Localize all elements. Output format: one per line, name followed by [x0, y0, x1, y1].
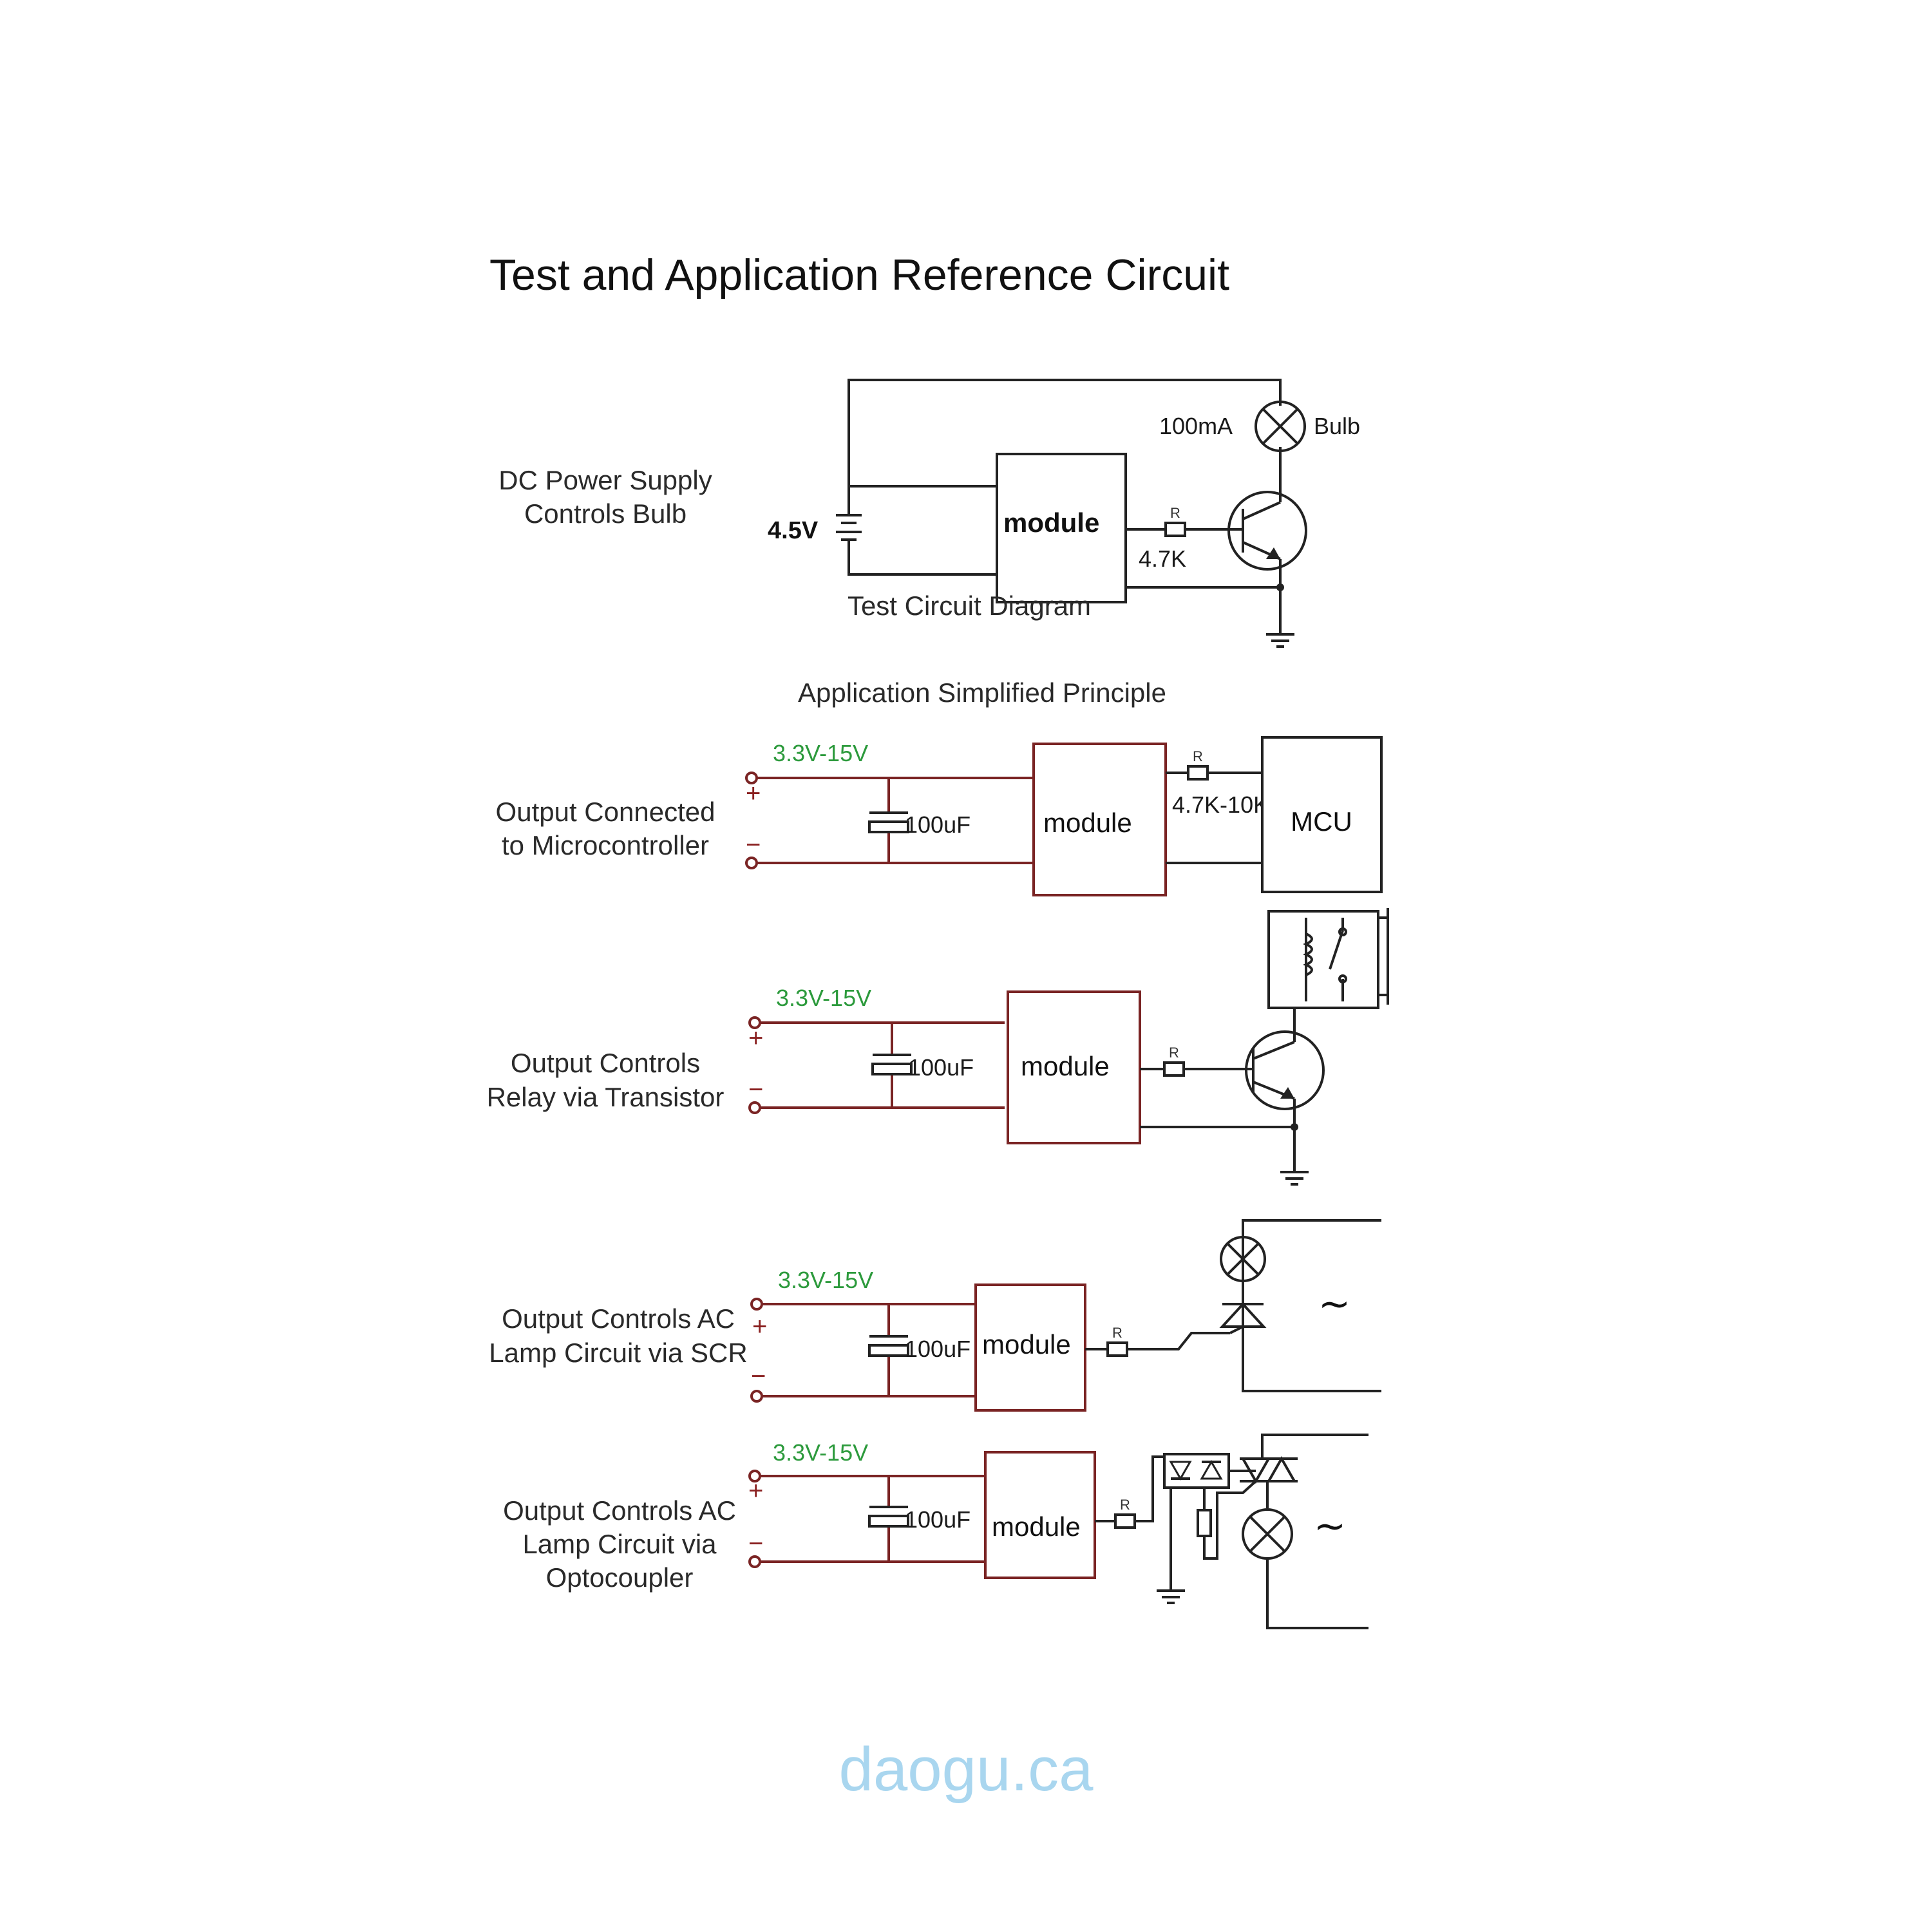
- capacitor-value: 100uF: [908, 1054, 974, 1081]
- plus-sign: +: [752, 1312, 767, 1341]
- minus-sign: −: [746, 831, 761, 859]
- bulb-current: 100mA: [1159, 413, 1233, 439]
- module-box: [974, 1283, 1086, 1412]
- ground-icon: [1266, 633, 1294, 648]
- principle-heading: Application Simplified Principle: [798, 677, 1166, 708]
- bulb-label: Bulb: [1314, 413, 1360, 439]
- ac-bottom-wire: [1242, 1327, 1381, 1392]
- app-optocoupler-circuit: Output Controls AC Lamp Circuit via Opto…: [503, 1434, 1368, 1629]
- test-circuit-label-line1: DC Power Supply: [498, 465, 712, 495]
- battery-icon: [836, 514, 862, 541]
- resistor-icon: [1114, 1513, 1136, 1529]
- ac-top-wire: [1261, 1434, 1368, 1459]
- resistor-icon: [1106, 1341, 1128, 1357]
- junction-dot: [1291, 1123, 1298, 1131]
- resistor-symbol: R: [1120, 1497, 1130, 1513]
- module-box: [1007, 990, 1141, 1144]
- resistor-symbol: R: [1112, 1325, 1122, 1341]
- optocoupler-icon: [1163, 1453, 1230, 1489]
- resistor-icon: [1164, 522, 1186, 537]
- capacitor-value: 100uF: [905, 1336, 971, 1362]
- plus-terminal-icon[interactable]: [750, 1298, 763, 1311]
- module-label: module: [1043, 808, 1132, 838]
- minus-terminal-icon[interactable]: [748, 1101, 761, 1114]
- app-label-line1: Output Controls AC: [503, 1495, 736, 1526]
- page-title: Test and Application Reference Circuit: [489, 251, 1229, 299]
- app-label-line1: Output Connected: [496, 797, 715, 827]
- resistor-icon: [1187, 765, 1209, 781]
- resistor-value: 4.7K-10K: [1172, 791, 1269, 818]
- resistor-symbol: R: [1169, 1045, 1179, 1061]
- mcu-label: MCU: [1291, 806, 1352, 837]
- supply-voltage: 4.5V: [768, 517, 819, 544]
- app-scr-circuit: Output Controls AC Lamp Circuit via SCR …: [489, 1219, 1381, 1412]
- module-label: module: [992, 1511, 1081, 1542]
- capacitor-value: 100uF: [905, 1506, 971, 1533]
- test-circuit-label-line2: Controls Bulb: [524, 498, 687, 529]
- minus-sign: −: [748, 1075, 763, 1104]
- app-label-line3: Optocoupler: [546, 1562, 694, 1593]
- app-label-line2: Lamp Circuit via: [522, 1529, 717, 1559]
- supply-voltage-range: 3.3V-15V: [778, 1267, 873, 1293]
- minus-terminal-icon[interactable]: [745, 857, 758, 869]
- app-label-line2: Lamp Circuit via SCR: [489, 1338, 747, 1368]
- resistor-symbol: R: [1193, 748, 1203, 764]
- app-label-line1: Output Controls AC: [502, 1303, 735, 1334]
- resistor-to-triac-gate-wire: [1203, 1480, 1257, 1560]
- ac-bottom-wire: [1266, 1558, 1368, 1629]
- test-circuit-caption: Test Circuit Diagram: [848, 591, 1091, 621]
- ground-icon: [1280, 1171, 1309, 1186]
- test-circuit: DC Power Supply Controls Bulb 4.5V modul…: [498, 379, 1360, 648]
- capacitor-icon: [868, 1335, 909, 1357]
- capacitor-icon: [871, 1054, 913, 1075]
- capacitor-value: 100uF: [905, 811, 971, 838]
- watermark: daogu.ca: [838, 1735, 1094, 1804]
- supply-voltage-range: 3.3V-15V: [776, 985, 871, 1011]
- plus-sign: +: [746, 779, 761, 808]
- supply-voltage-range: 3.3V-15V: [773, 740, 868, 766]
- battery-bottom-lead: [848, 540, 997, 576]
- app-label-line2: Relay via Transistor: [487, 1082, 724, 1112]
- app-relay-circuit: Output Controls Relay via Transistor 3.3…: [487, 908, 1389, 1186]
- supply-voltage-range: 3.3V-15V: [773, 1439, 868, 1466]
- module-label: module: [982, 1329, 1071, 1359]
- capacitor-icon: [868, 811, 909, 833]
- lamp-icon: [1242, 1508, 1293, 1560]
- ac-top-wire: [1242, 1219, 1381, 1288]
- module-box: [1032, 743, 1167, 896]
- resistor-to-opto-wire: [1135, 1455, 1169, 1522]
- ac-source-icon: ~: [1314, 1504, 1346, 1549]
- minus-sign: −: [751, 1362, 766, 1390]
- npn-transistor-icon: [1227, 491, 1307, 571]
- npn-transistor-icon: [1245, 1030, 1325, 1110]
- minus-terminal-icon[interactable]: [748, 1555, 761, 1568]
- module-box: [984, 1451, 1096, 1579]
- ac-source-icon: ~: [1318, 1282, 1350, 1327]
- mcu-box: [1261, 736, 1383, 893]
- top-supply-wire: [848, 379, 1282, 486]
- module-box: [996, 453, 1127, 603]
- plus-sign: +: [748, 1024, 763, 1052]
- plus-sign: +: [748, 1477, 763, 1505]
- resistor-icon: [1163, 1061, 1185, 1077]
- triac-icon: [1240, 1455, 1298, 1484]
- app-label-line1: Output Controls: [511, 1048, 700, 1078]
- app-label-line2: to Microcontroller: [502, 830, 709, 860]
- bulb-icon: [1255, 401, 1306, 452]
- ground-icon: [1157, 1589, 1185, 1604]
- module-label: module: [1021, 1051, 1110, 1081]
- module-label: module: [1003, 507, 1099, 538]
- junction-dot: [1276, 583, 1284, 591]
- relay-icon: [1267, 908, 1389, 1042]
- app-mcu-circuit: Output Connected to Microcontroller 3.3V…: [496, 736, 1383, 896]
- gate-resistor-icon: [1197, 1509, 1212, 1537]
- minus-sign: −: [748, 1530, 763, 1558]
- minus-terminal-icon[interactable]: [750, 1390, 763, 1403]
- resistor-to-gate-wire: [1127, 1332, 1230, 1350]
- capacitor-icon: [868, 1506, 909, 1528]
- resistor-value: 4.7K: [1139, 545, 1186, 572]
- resistor-symbol: R: [1170, 505, 1180, 521]
